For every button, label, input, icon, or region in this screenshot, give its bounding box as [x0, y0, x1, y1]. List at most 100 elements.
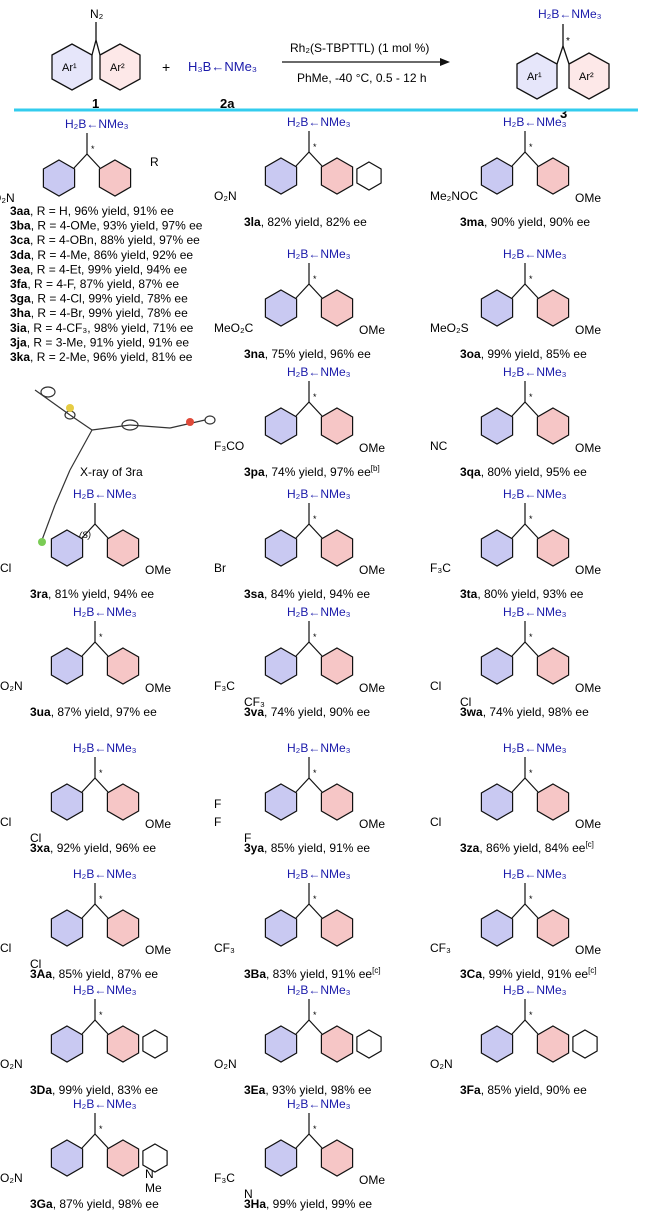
compound-caption: 3Ca, 99% yield, 91% ee[c] — [460, 966, 597, 981]
left-substituent: O₂N — [0, 1057, 23, 1071]
reactant-diazo: N₂ Ar¹ Ar² 1 — [51, 7, 141, 111]
right-substituent: OMe — [359, 681, 385, 695]
boron-fragment-label: H₂B←NMe₃ — [503, 487, 567, 501]
compound-caption: 3Ba, 83% yield, 91% ee[c] — [244, 966, 381, 981]
stereo-star: * — [529, 632, 533, 642]
boron-fragment-label: H₂B←NMe₃ — [287, 867, 351, 881]
left-substituent: CF₃ — [430, 941, 451, 955]
left-substituent: O₂N — [0, 679, 23, 693]
right-substituent: OMe — [575, 191, 601, 205]
left-aryl-ring — [50, 783, 84, 821]
left-substituent-2: N — [244, 1187, 253, 1201]
boron-fragment-label: H₂B←NMe₃ — [287, 741, 351, 755]
boron-fragment-label: H₂B←NMe₃ — [73, 487, 137, 501]
bond-right — [308, 151, 323, 167]
compound-caption: 3sa, 84% yield, 94% ee — [244, 587, 370, 601]
variant-line: 3ka, R = 2-Me, 96% yield, 81% ee — [10, 350, 193, 364]
variant-line: 3da, R = 4-Me, 86% yield, 92% ee — [10, 248, 193, 262]
fused-ring — [142, 1029, 168, 1059]
boron-fragment-label: H₂B←NMe₃ — [287, 115, 351, 129]
fused-ring — [356, 161, 382, 191]
bond-right — [524, 283, 539, 299]
left-aryl-ring — [50, 529, 84, 567]
bond-right — [524, 151, 539, 167]
left-substituent-2: Cl — [30, 957, 41, 971]
bond-left — [81, 777, 96, 793]
stereo-star: * — [313, 392, 317, 402]
reactant-number: 1 — [92, 96, 99, 111]
stereo-star: * — [313, 632, 317, 642]
left-substituent-2: CF₃ — [244, 695, 265, 709]
product-ar2-label: Ar² — [579, 71, 594, 83]
compound-caption: 3Ha, 99% yield, 99% ee — [244, 1197, 372, 1211]
compound-caption: 3va, 74% yield, 90% ee — [244, 705, 370, 719]
reagent-borane: H₃B←NMe₃ 2a — [188, 59, 257, 111]
right-substituent: OMe — [575, 681, 601, 695]
left-aryl-ring — [50, 1139, 84, 1177]
stereo-star: * — [99, 894, 103, 904]
stereo-star: * — [313, 1124, 317, 1134]
left-substituent: F₃C — [214, 679, 235, 693]
bond-right — [308, 641, 323, 657]
bond-right — [94, 523, 109, 539]
variant-line: 3ja, R = 3-Me, 91% yield, 91% ee — [10, 335, 189, 349]
bond-right — [94, 641, 109, 657]
compound-grid: H₂B←NMe₃ * O₂N 3la, 82% yield, 82% ee H₂B←NM… — [0, 115, 601, 1211]
bond-left — [81, 1019, 96, 1035]
compound-caption: 3Ga, 87% yield, 98% ee — [30, 1197, 159, 1211]
product-stereo-star: * — [566, 36, 570, 47]
right-aryl-ring — [320, 407, 354, 445]
variant-line: 3ia, R = 4-CF₃, 98% yield, 71% ee — [10, 321, 194, 335]
bond-right — [94, 1019, 109, 1035]
stereo-star: * — [529, 768, 533, 778]
right-aryl-ring — [536, 157, 570, 195]
bond-left — [81, 903, 96, 919]
bond-right — [524, 641, 539, 657]
stereo-star: * — [313, 514, 317, 524]
boron-fragment-label: H₂B←NMe₃ — [503, 867, 567, 881]
left-substituent-2: F — [244, 831, 251, 845]
left-substituent: O₂N — [0, 191, 15, 205]
bond-left — [73, 153, 88, 169]
bond-left — [295, 777, 310, 793]
boron-fragment-label: H₂B←NMe₃ — [503, 741, 567, 755]
left-substituent: F₃CO — [214, 439, 244, 453]
left-substituent: Cl — [430, 679, 441, 693]
right-heteroatom-substituent: Me — [145, 1181, 162, 1195]
xray-caption: X-ray of 3ra — [80, 465, 143, 479]
right-aryl-ring — [320, 529, 354, 567]
reagent-formula: H₃B←NMe₃ — [188, 59, 257, 74]
bond-right — [308, 1133, 323, 1149]
bond-left — [511, 283, 526, 299]
left-aryl-ring — [50, 647, 84, 685]
compound-caption: 3Da, 99% yield, 83% ee — [30, 1083, 158, 1097]
compound-caption: 3ya, 85% yield, 91% ee — [244, 841, 370, 855]
left-substituent: Br — [214, 561, 226, 575]
right-substituent: OMe — [145, 943, 171, 957]
stereo-star: * — [313, 274, 317, 284]
compound-caption: 3la, 82% yield, 82% ee — [244, 215, 367, 229]
left-substituent: O₂N — [214, 1057, 237, 1071]
boron-fragment-label: H₂B←NMe₃ — [73, 983, 137, 997]
right-substituent: OMe — [359, 563, 385, 577]
left-substituent: Cl — [0, 941, 11, 955]
bond-right — [524, 523, 539, 539]
compound-caption: 3xa, 92% yield, 96% ee — [30, 841, 156, 855]
right-aryl-ring — [320, 647, 354, 685]
stereo-star: * — [529, 392, 533, 402]
left-aryl-ring — [264, 1025, 298, 1063]
product-general: H₂B←NMe₃ * Ar¹ Ar² 3 — [516, 7, 610, 121]
boron-fragment-label: H₂B←NMe₃ — [73, 605, 137, 619]
compound-caption: 3ra, 81% yield, 94% ee — [30, 587, 154, 601]
left-substituent: Cl — [430, 815, 441, 829]
condition-catalyst: Rh₂(S-TBPTTL) (1 mol %) — [290, 41, 429, 55]
variant-line: 3ea, R = 4-Et, 99% yield, 94% ee — [10, 262, 187, 276]
stereo-star: * — [529, 1010, 533, 1020]
left-substituent: F — [214, 815, 221, 829]
